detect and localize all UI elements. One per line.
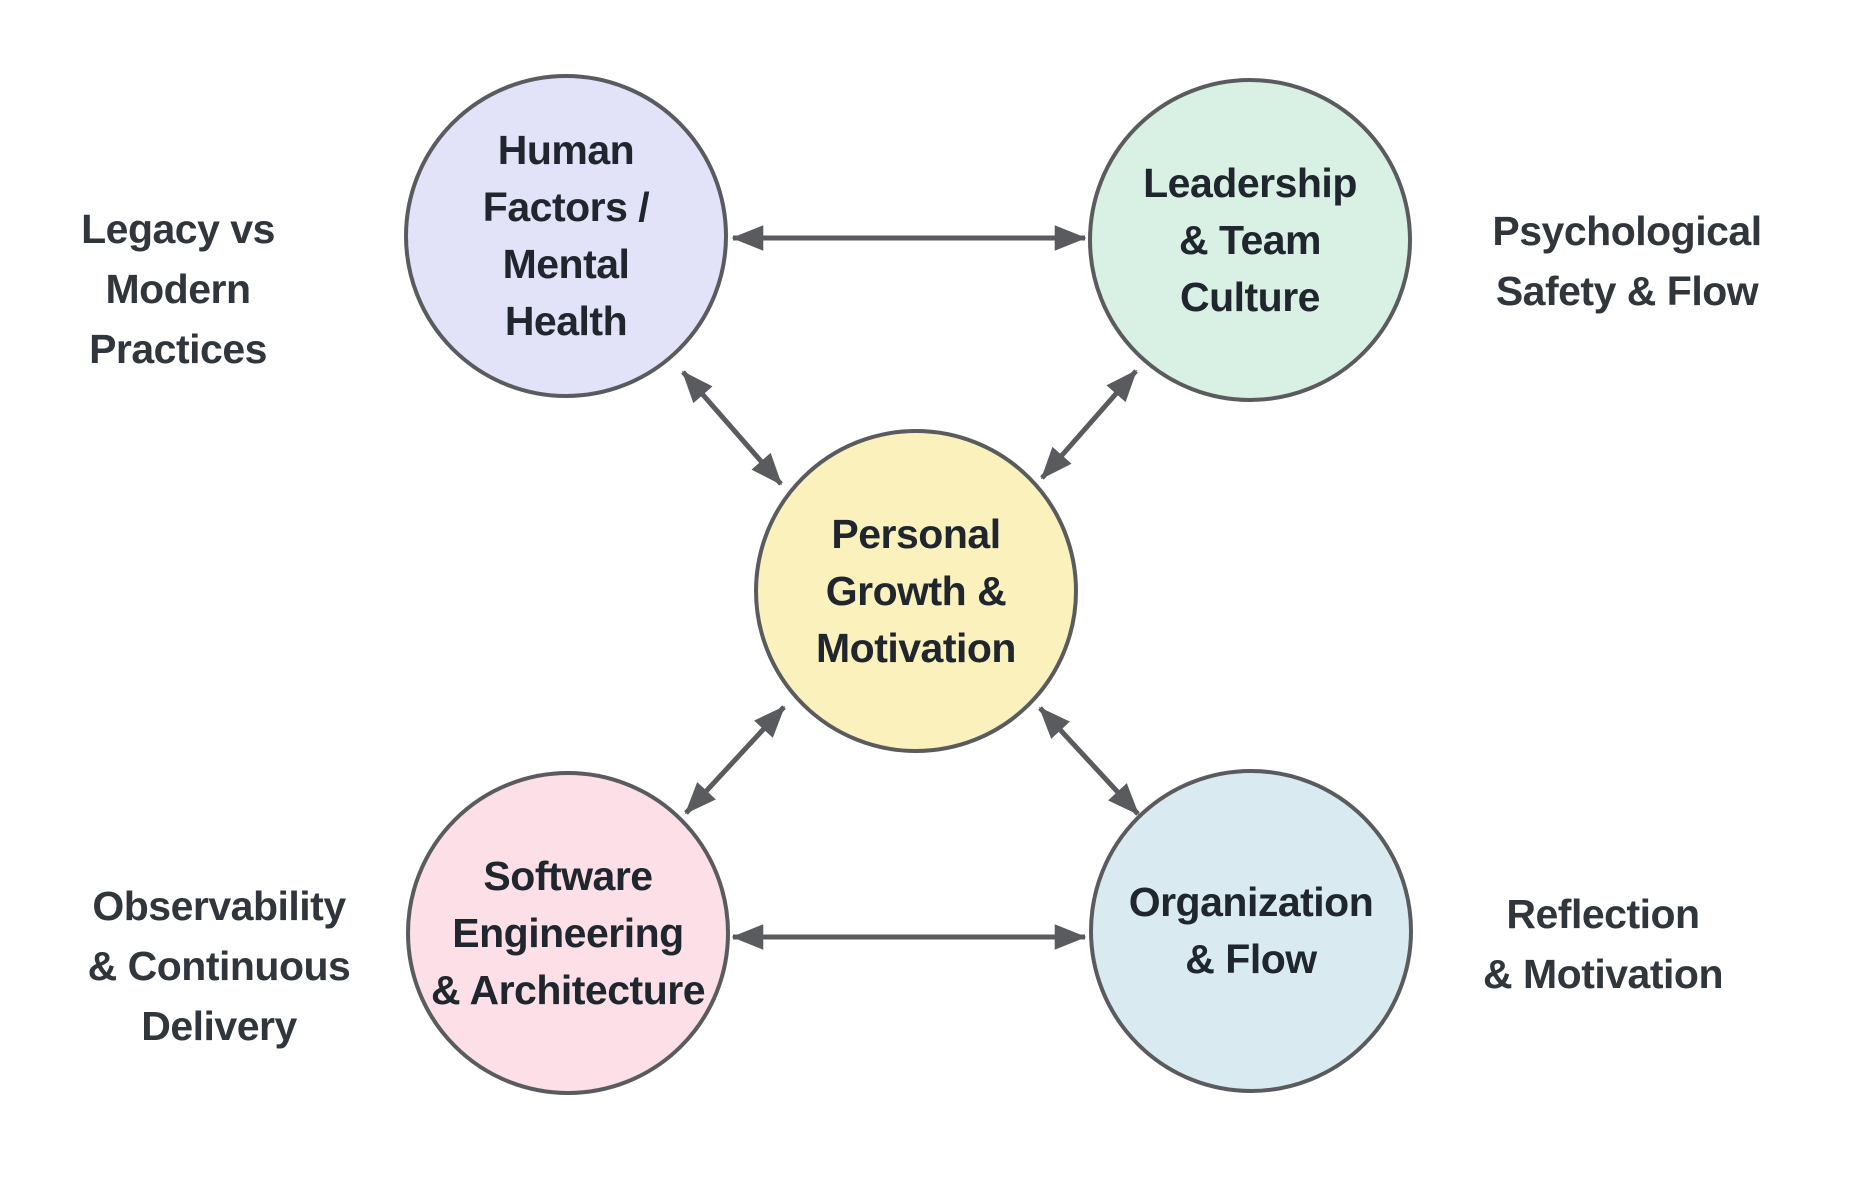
node-software-engineering-label: Software Engineering & Architecture <box>431 852 706 1013</box>
node-organization-flow: Organization & Flow <box>1089 769 1413 1093</box>
node-software-engineering-architecture: Software Engineering & Architecture <box>406 771 730 1095</box>
node-leadership-label: Leadership & Team Culture <box>1143 159 1357 320</box>
side-label-reflection-motivation: Reflection & Motivation <box>1483 891 1723 997</box>
arrow-personal-growth-software <box>684 705 786 815</box>
side-label-observability-continuous-delivery: Observability & Continuous Delivery <box>87 883 351 1049</box>
side-label-legacy-vs-modern-practices: Legacy vs Modern Practices <box>81 206 275 372</box>
arrow-personal-growth-organization <box>1038 706 1140 816</box>
node-personal-growth-motivation: Personal Growth & Motivation <box>754 429 1078 753</box>
side-label-psychological-safety-flow: Psychological Safety & Flow <box>1492 208 1762 314</box>
node-leadership-team-culture: Leadership & Team Culture <box>1088 78 1412 402</box>
node-human-factors-label: Human Factors / Mental Health <box>482 127 650 344</box>
arrow-human-factors-personal-growth <box>681 370 783 486</box>
arrow-leadership-personal-growth <box>1040 369 1138 480</box>
node-personal-growth-label: Personal Growth & Motivation <box>816 510 1016 671</box>
node-human-factors-mental-health: Human Factors / Mental Health <box>404 74 728 398</box>
node-organization-flow-label: Organization & Flow <box>1128 879 1374 982</box>
